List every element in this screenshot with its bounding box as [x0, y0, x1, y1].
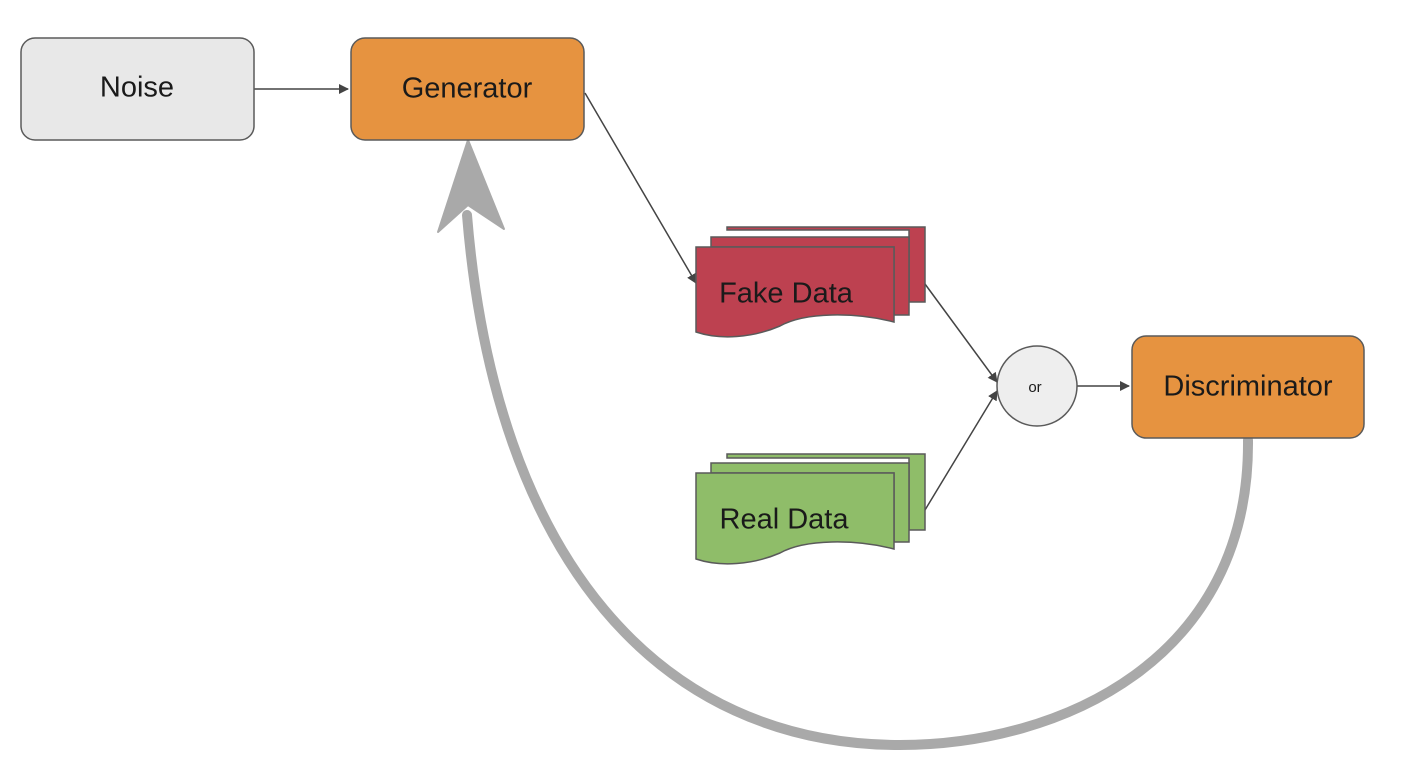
real-data-page-front — [695, 472, 895, 565]
noise-node: Noise — [20, 37, 255, 141]
generator-box — [350, 37, 585, 141]
discriminator-box — [1131, 335, 1365, 439]
or-label: or — [1028, 379, 1041, 396]
or-circle — [996, 345, 1078, 427]
feedback-arrowhead — [437, 139, 505, 233]
arrow-fake-data-to-or — [924, 283, 998, 383]
arrow-generator-to-fake-data — [584, 92, 697, 284]
generator-node: Generator — [350, 37, 585, 141]
discriminator-label: Discriminator — [1163, 371, 1333, 403]
generator-label: Generator — [402, 73, 533, 105]
feedback-arrow — [437, 139, 1254, 751]
fake-data-label: Fake Data — [719, 278, 854, 310]
real-data-node: Real Data — [695, 453, 926, 565]
noise-box — [20, 37, 255, 141]
discriminator-node: Discriminator — [1131, 335, 1365, 439]
feedback-arrow-path — [462, 210, 1254, 751]
connector-arrows — [254, 84, 1130, 511]
noise-label: Noise — [100, 72, 174, 104]
arrow-real-data-to-or — [924, 390, 998, 511]
fake-data-page-front — [695, 246, 895, 338]
or-node: or — [996, 345, 1078, 427]
fake-data-node: Fake Data — [695, 226, 926, 338]
real-data-label: Real Data — [720, 504, 850, 536]
